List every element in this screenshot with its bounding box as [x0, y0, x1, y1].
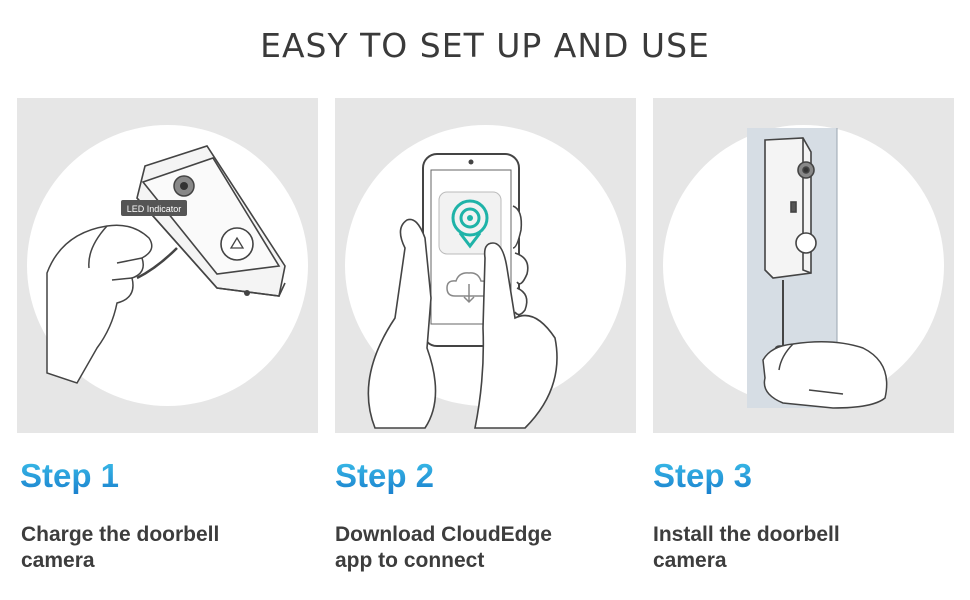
- step-3-illustration: [653, 98, 954, 433]
- step-1-heading: Step 1: [20, 457, 120, 494]
- step-1-desc-line-1: Charge the doorbell: [21, 523, 220, 546]
- step-2-heading: Step 2: [335, 457, 435, 494]
- doorbell-install-illustration: [747, 128, 888, 409]
- hand-icon: [46, 224, 153, 384]
- step-3-heading: Step 3: [653, 457, 753, 494]
- step-2-illustration: [335, 98, 636, 433]
- app-logo-icon: [438, 191, 502, 255]
- step-1-desc-line-2: camera: [21, 549, 95, 572]
- hand-icon: [367, 205, 558, 429]
- page-title: EASY TO SET UP AND USE: [260, 26, 710, 65]
- led-callout-label: LED Indicator: [127, 204, 182, 214]
- usb-cable-icon: [136, 247, 178, 280]
- step-3-description: Install the doorbell camera: [653, 522, 913, 574]
- step-2-desc-line-1: Download CloudEdge: [335, 523, 552, 546]
- doorbell-camera-icon: [764, 137, 817, 279]
- step-3-desc-line-1: Install the doorbell: [653, 523, 840, 546]
- doorbell-camera-icon: [136, 145, 286, 297]
- doorbell-charging-illustration: LED Indicator: [46, 145, 286, 384]
- hand-icon: [762, 341, 888, 409]
- led-callout-box: [121, 200, 187, 216]
- step-2-desc-line-2: app to connect: [335, 549, 485, 572]
- step-1-description: Charge the doorbell camera: [21, 522, 281, 574]
- step-2-description: Download CloudEdge app to connect: [335, 522, 595, 574]
- step-1-illustration: LED Indicator: [17, 98, 318, 433]
- step-3-desc-line-2: camera: [653, 549, 727, 572]
- phone-app-illustration: [367, 153, 558, 429]
